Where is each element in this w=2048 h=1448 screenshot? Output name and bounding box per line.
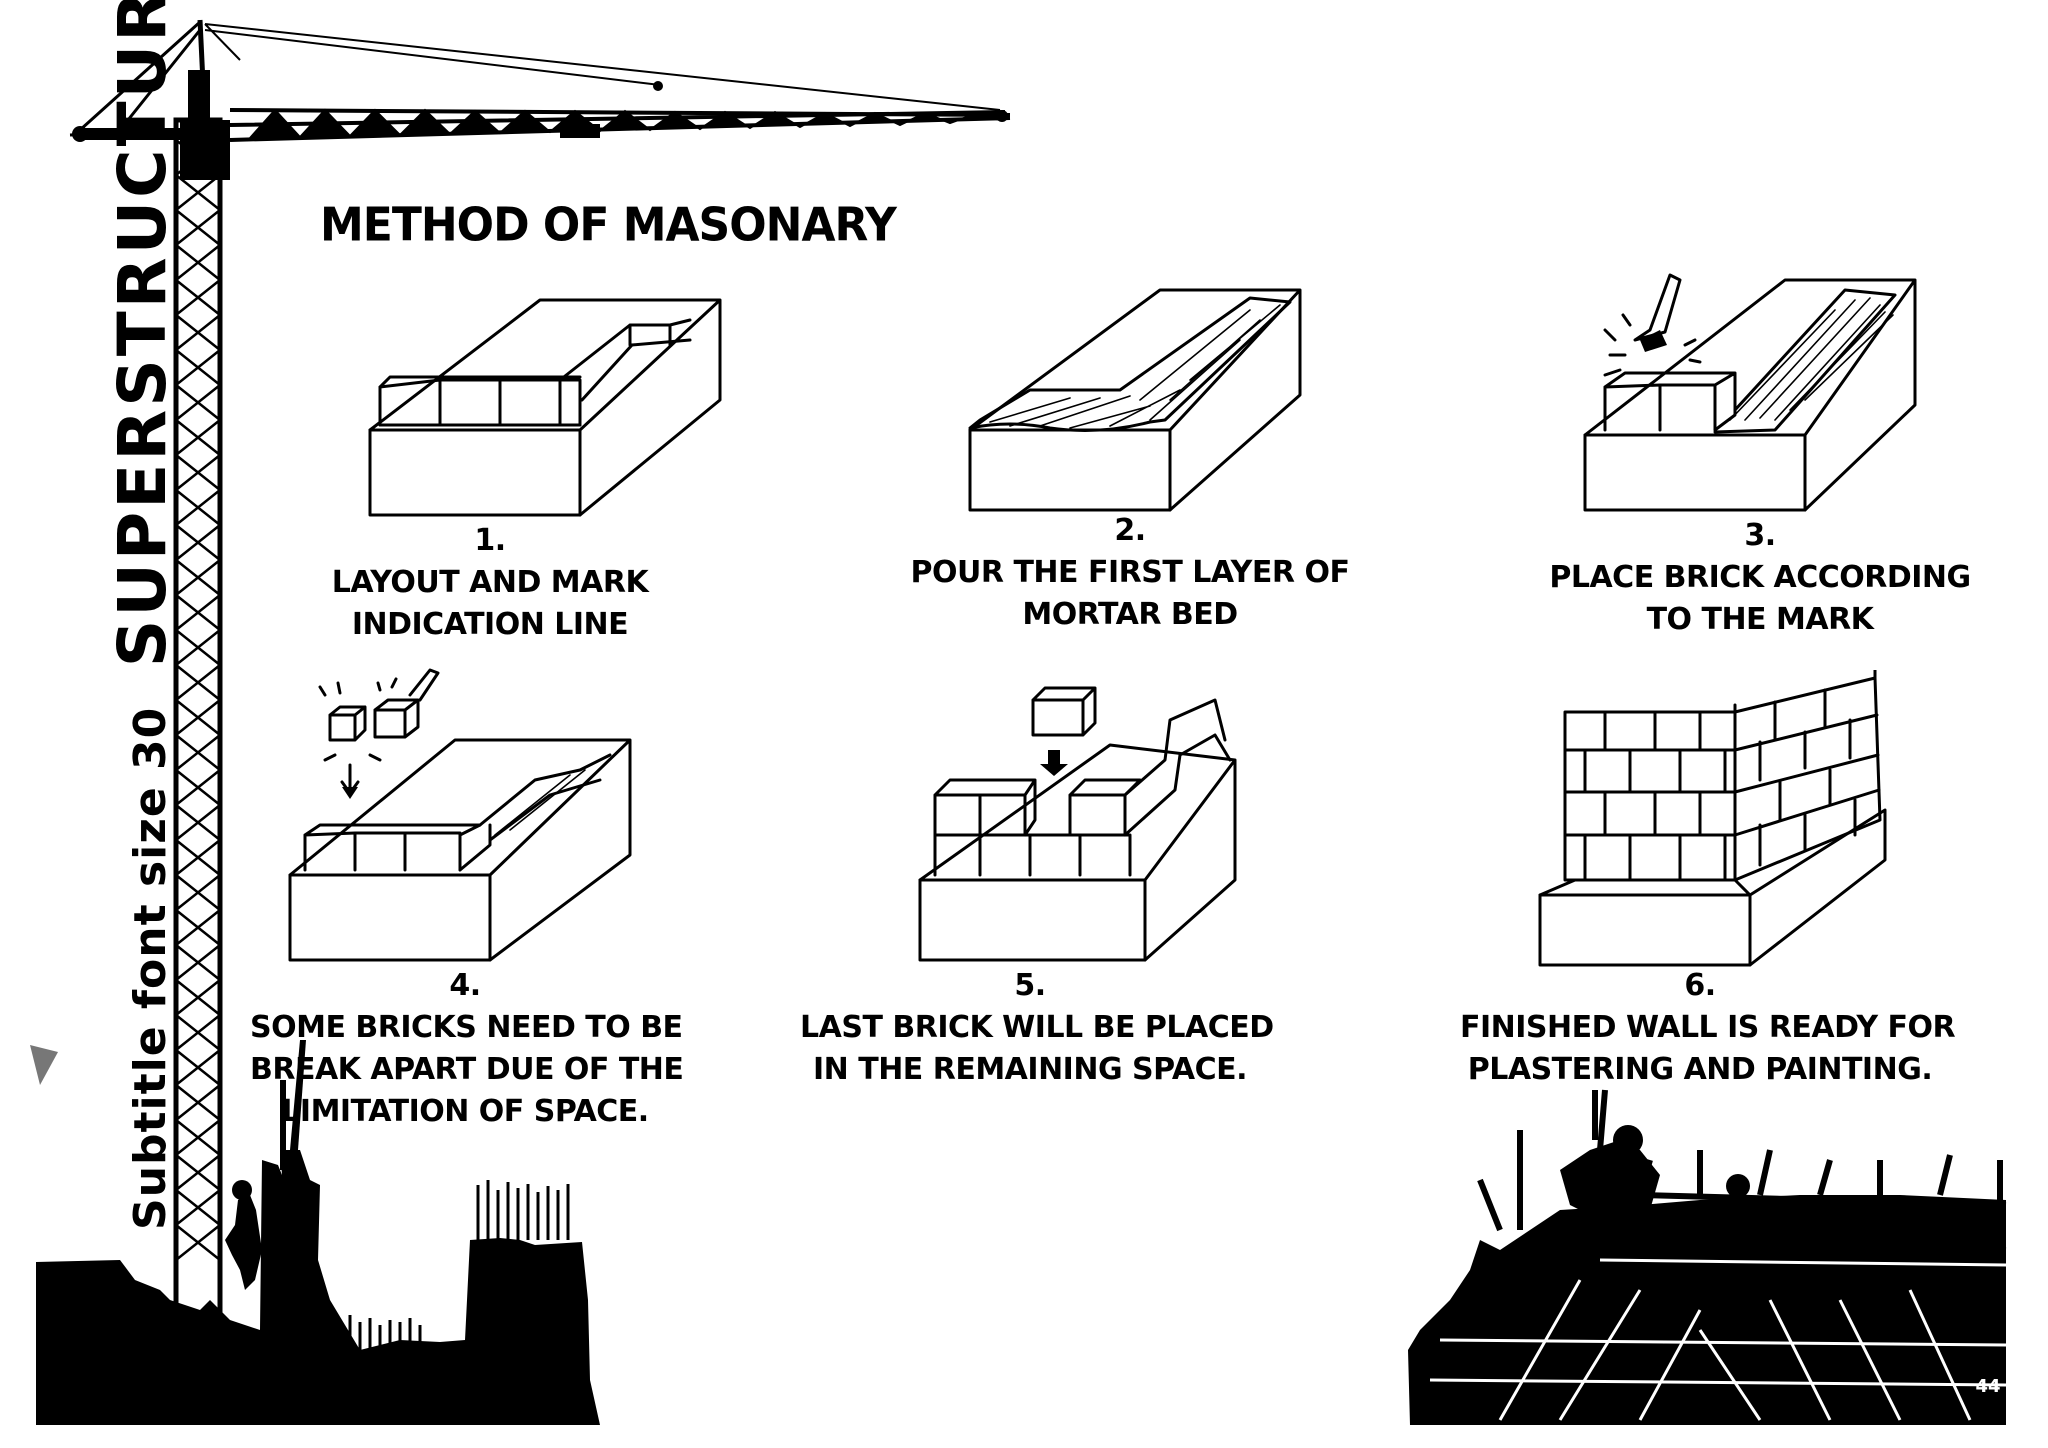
step-3-line-2: TO THE MARK [1646, 602, 1874, 637]
scaffold-workers-silhouette [1408, 1089, 2007, 1425]
step-1-caption: 1. LAYOUT AND MARK INDICATION LINE [300, 520, 680, 646]
step-1-line-1: LAYOUT AND MARK [331, 565, 649, 600]
step-3-caption: 3. PLACE BRICK ACCORDING TO THE MARK [1540, 515, 1980, 641]
step-1-number: 1. [474, 523, 506, 558]
step-5-number: 5. [1014, 968, 1046, 1003]
step-6-caption: 6. FINISHED WALL IS READY FOR PLASTERING… [1460, 965, 1956, 1091]
vertical-title: Subtitle font size 30 SUPERSTRUCTURE [104, 0, 181, 1230]
step-4-number: 4. [449, 968, 481, 1003]
step-2-number: 2. [1114, 513, 1146, 548]
step-1-line-2: INDICATION LINE [351, 607, 629, 642]
vertical-subtitle: Subtitle font size 30 [125, 706, 176, 1230]
step-4-line-2: BREAK APART DUE OF THE [250, 1052, 684, 1087]
step-5-line-1: LAST BRICK WILL BE PLACED [800, 1010, 1274, 1045]
page-number: 44 [1975, 1376, 2001, 1397]
step-2-line-2: MORTAR BED [1022, 597, 1238, 632]
step-6-line-1: FINISHED WALL IS READY FOR [1460, 1010, 1956, 1045]
step-2-caption: 2. POUR THE FIRST LAYER OF MORTAR BED [900, 510, 1360, 636]
step-3-line-1: PLACE BRICK ACCORDING [1549, 560, 1971, 595]
step-4-line-3: LIMITATION OF SPACE. [281, 1094, 649, 1129]
step-4-illustration [288, 668, 632, 962]
step-4-caption: 4. SOME BRICKS NEED TO BE BREAK APART DU… [250, 965, 684, 1133]
step-2-line-1: POUR THE FIRST LAYER OF [910, 555, 1350, 590]
crane-silhouette [69, 19, 1011, 1323]
step-6-line-2: PLASTERING AND PAINTING. [1467, 1052, 1933, 1087]
vertical-main-title: SUPERSTRUCTURE [104, 0, 181, 668]
step-3-number: 3. [1744, 518, 1776, 553]
step-6-number: 6. [1684, 968, 1716, 1003]
page-heading: METHOD OF MASONARY [320, 198, 897, 253]
step-1-illustration [368, 298, 722, 517]
construction-skyline-silhouette [30, 1040, 600, 1425]
step-5-caption: 5. LAST BRICK WILL BE PLACED IN THE REMA… [800, 965, 1274, 1091]
step-3-illustration [1583, 273, 1917, 512]
step-2-illustration [968, 288, 1302, 512]
step-6-illustration [1538, 670, 1887, 967]
step-5-illustration [918, 686, 1237, 962]
step-5-line-2: IN THE REMAINING SPACE. [813, 1052, 1247, 1087]
step-4-line-1: SOME BRICKS NEED TO BE [250, 1010, 683, 1045]
